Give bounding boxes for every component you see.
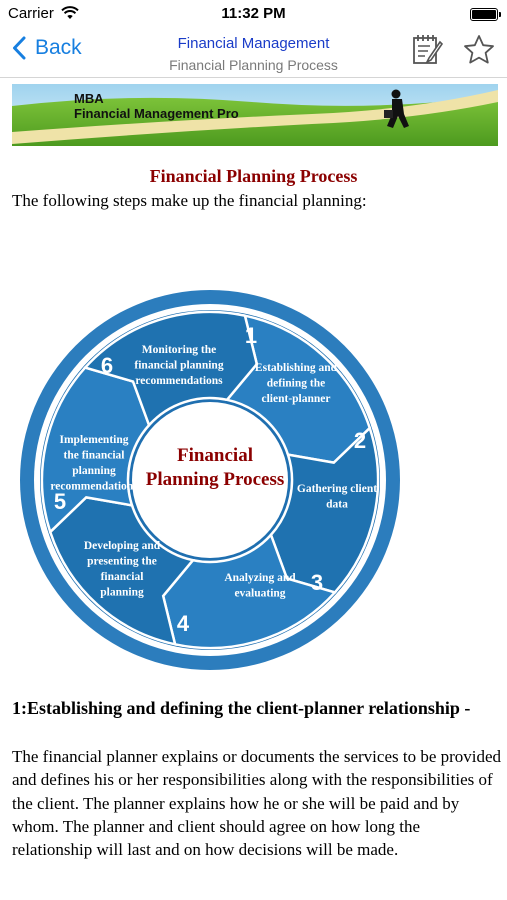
step-1-label-line: defining the: [267, 378, 325, 390]
step-4-label-line: presenting the: [87, 556, 157, 568]
notes-icon[interactable]: [410, 32, 444, 66]
step-5-label-line: Implementing: [60, 434, 129, 446]
step-number-2: 2: [354, 428, 366, 453]
step-number-4: 4: [177, 611, 190, 636]
step-3-label-line: evaluating: [234, 588, 285, 600]
step-number-1: 1: [245, 323, 257, 348]
step-4-label-line: Developing and: [84, 540, 161, 552]
banner-line2: Financial Management Pro: [74, 106, 239, 121]
step-5-label-line: the financial: [63, 450, 124, 462]
status-time: 11:32 PM: [221, 5, 286, 22]
back-label: Back: [35, 36, 82, 59]
status-bar: Carrier 11:32 PM: [0, 0, 507, 26]
step-3-label-line: Analyzing and: [224, 572, 296, 584]
step-6-label-line: financial planning: [134, 360, 223, 372]
carrier-label: Carrier: [8, 5, 54, 22]
nav-subtitle: Financial Planning Process: [169, 57, 338, 73]
step-2-label-line: data: [326, 499, 348, 511]
navigation-bar: Back Financial Management Financial Plan…: [0, 26, 507, 78]
step-6-label-line: recommendations: [135, 375, 223, 387]
back-chevron-icon: [13, 36, 26, 60]
battery-icon: [470, 8, 501, 21]
banner-landscape: [12, 84, 498, 146]
wifi-icon: [61, 6, 79, 19]
step-5-label-line: planning: [72, 465, 116, 477]
cycle-segments: [40, 310, 380, 650]
center-title-line2: Planning Process: [146, 469, 284, 490]
step-number-6: 6: [101, 353, 113, 378]
step-1-label-line: Establishing and: [255, 362, 338, 374]
runner-silhouette-icon: [384, 89, 409, 128]
banner-line1: MBA: [74, 91, 104, 106]
step-4-label-line: planning: [100, 587, 144, 599]
cycle-segment-6: [82, 310, 259, 428]
step-number-3: 3: [311, 570, 323, 595]
center-title-line1: Financial: [177, 445, 253, 466]
star-icon[interactable]: [463, 34, 495, 66]
app-banner: MBA Financial Management Pro: [12, 84, 498, 146]
section-heading: 1:Establishing and defining the client-p…: [12, 698, 471, 718]
step-2-label-line: Gathering client: [297, 483, 377, 495]
article-title: Financial Planning Process: [149, 166, 358, 186]
back-button[interactable]: Back: [12, 36, 82, 60]
step-6-label-line: Monitoring the: [142, 344, 216, 356]
step-4-label-line: financial: [101, 571, 144, 583]
center-hub: [132, 402, 288, 558]
section-body: The financial planner explains or docume…: [12, 747, 502, 860]
financial-planning-cycle-diagram: Financial Planning Process 1Establishing…: [20, 290, 400, 670]
step-5-label-line: recommendations: [50, 481, 138, 493]
nav-title: Financial Management: [177, 35, 330, 52]
article-intro: The following steps make up the financia…: [12, 191, 367, 210]
step-number-5: 5: [54, 489, 66, 514]
step-1-label-line: client-planner: [262, 393, 331, 405]
